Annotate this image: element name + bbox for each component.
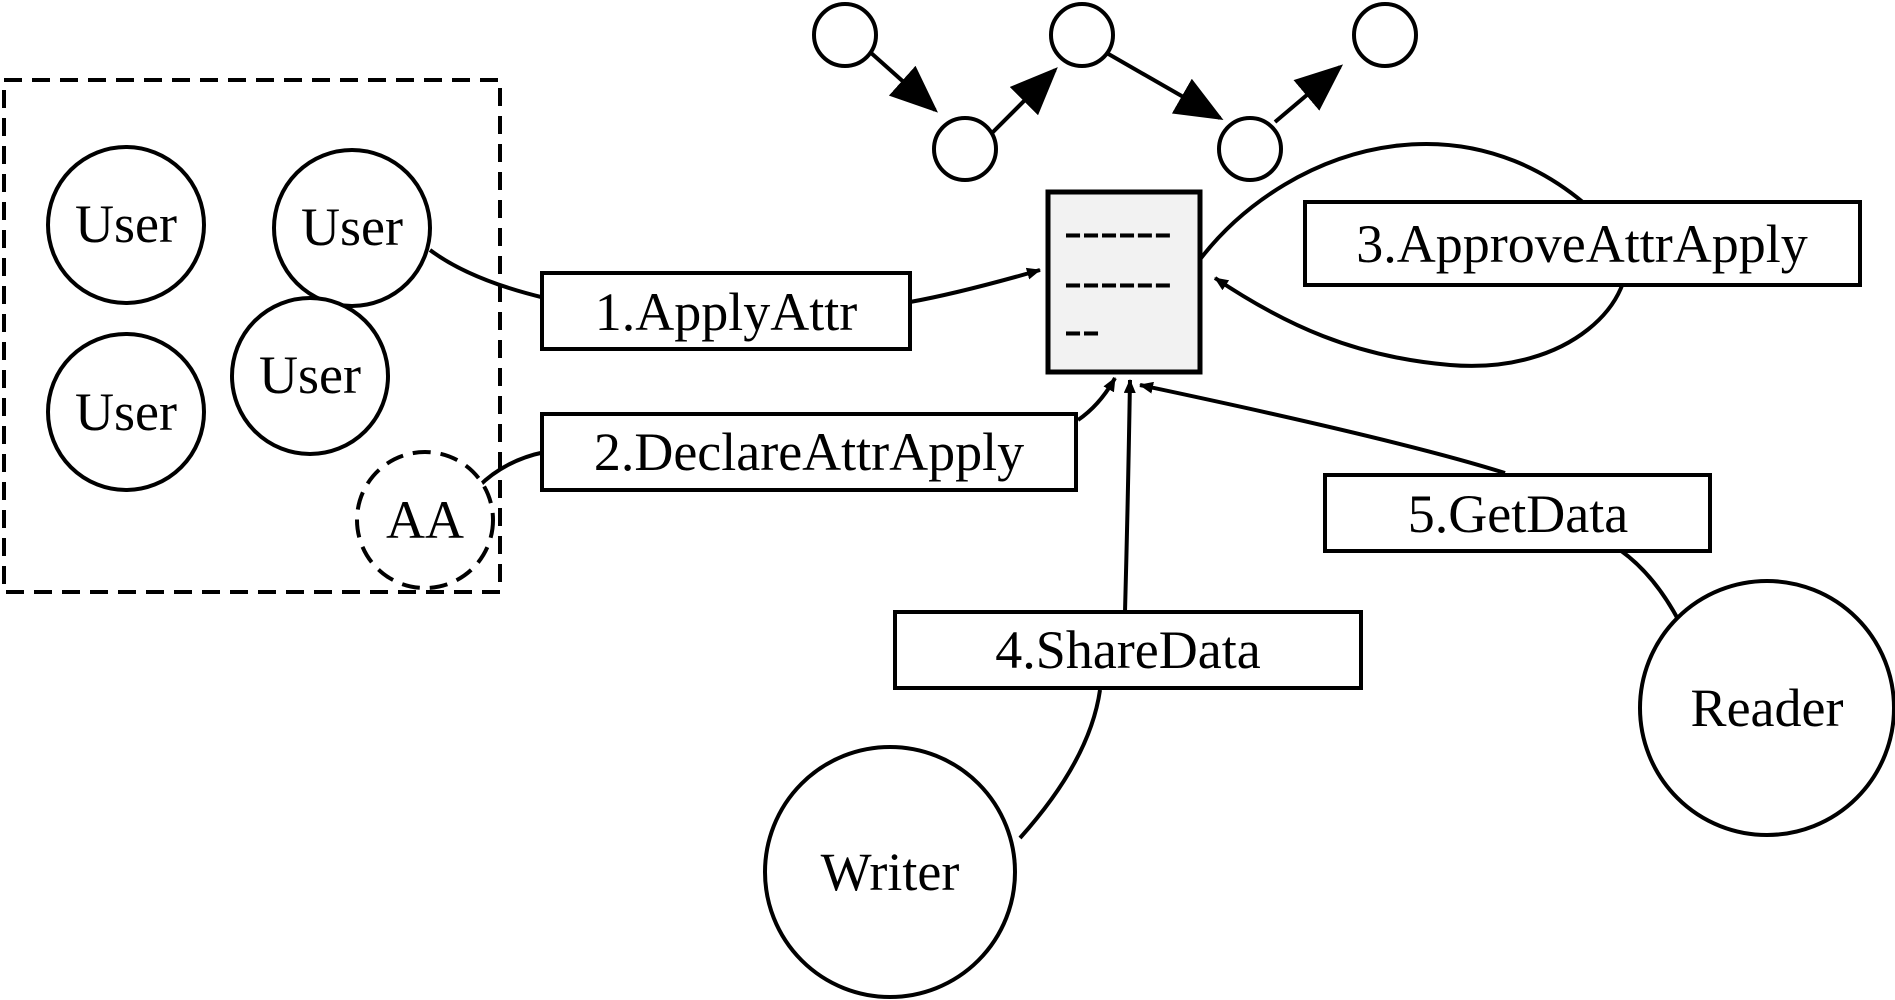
- user-node-2-label: User: [301, 197, 403, 257]
- connector-writer-to-share: [1018, 689, 1102, 840]
- chain-link-4: [1273, 64, 1344, 124]
- step-1-label: 1.ApplyAttr: [595, 282, 858, 342]
- step-4-box: 4.ShareData: [893, 610, 1363, 690]
- block-node-3: [1049, 2, 1115, 68]
- arrow-apply-to-ledger: [909, 267, 1041, 304]
- ledger-document: ------ ------ --: [1045, 189, 1203, 375]
- reader-node-label: Reader: [1691, 678, 1844, 738]
- arrow-declare-to-ledger: [1076, 377, 1117, 422]
- connector-user-to-apply: [428, 248, 546, 300]
- user-node-1: User: [46, 145, 206, 305]
- step-4-label: 4.ShareData: [995, 620, 1260, 680]
- writer-node: Writer: [763, 745, 1017, 999]
- step-5-box: 5.GetData: [1323, 473, 1712, 553]
- blockchain-chain: [812, 2, 1418, 182]
- user-node-2: User: [272, 148, 432, 308]
- step-2-box: 2.DeclareAttrApply: [540, 412, 1078, 492]
- step-2-label: 2.DeclareAttrApply: [594, 422, 1024, 482]
- ledger-line-1: ------: [1064, 200, 1172, 260]
- arrow-approve-loop: [1196, 142, 1629, 368]
- aa-node: AA: [355, 450, 495, 590]
- block-node-4: [1217, 116, 1283, 182]
- connector-aa-to-declare: [476, 450, 546, 489]
- connector-reader-to-getdata: [1618, 548, 1682, 624]
- ledger-line-2: ------: [1064, 250, 1172, 310]
- block-node-2: [932, 116, 998, 182]
- step-1-box: 1.ApplyAttr: [540, 271, 912, 351]
- aa-node-label: AA: [386, 490, 464, 550]
- chain-link-3: [1104, 50, 1224, 120]
- chain-link-1: [868, 50, 938, 113]
- user-node-4-label: User: [259, 345, 361, 405]
- arrow-share-to-ledger: [1123, 379, 1136, 613]
- reader-node: Reader: [1638, 579, 1895, 837]
- user-node-4: User: [230, 296, 390, 456]
- chain-link-2: [988, 67, 1058, 137]
- user-node-1-label: User: [75, 194, 177, 254]
- ledger-line-3: --: [1064, 298, 1100, 358]
- writer-node-label: Writer: [821, 842, 960, 902]
- user-node-3: User: [46, 332, 206, 492]
- step-3-label: 3.ApproveAttrApply: [1356, 214, 1807, 274]
- user-node-3-label: User: [75, 382, 177, 442]
- step-5-label: 5.GetData: [1408, 484, 1628, 544]
- ledger-box: [1045, 189, 1203, 375]
- arrow-getdata-to-ledger: [1139, 381, 1506, 475]
- block-node-5: [1352, 2, 1418, 68]
- block-node-1: [812, 2, 878, 68]
- step-3-box: 3.ApproveAttrApply: [1303, 200, 1862, 287]
